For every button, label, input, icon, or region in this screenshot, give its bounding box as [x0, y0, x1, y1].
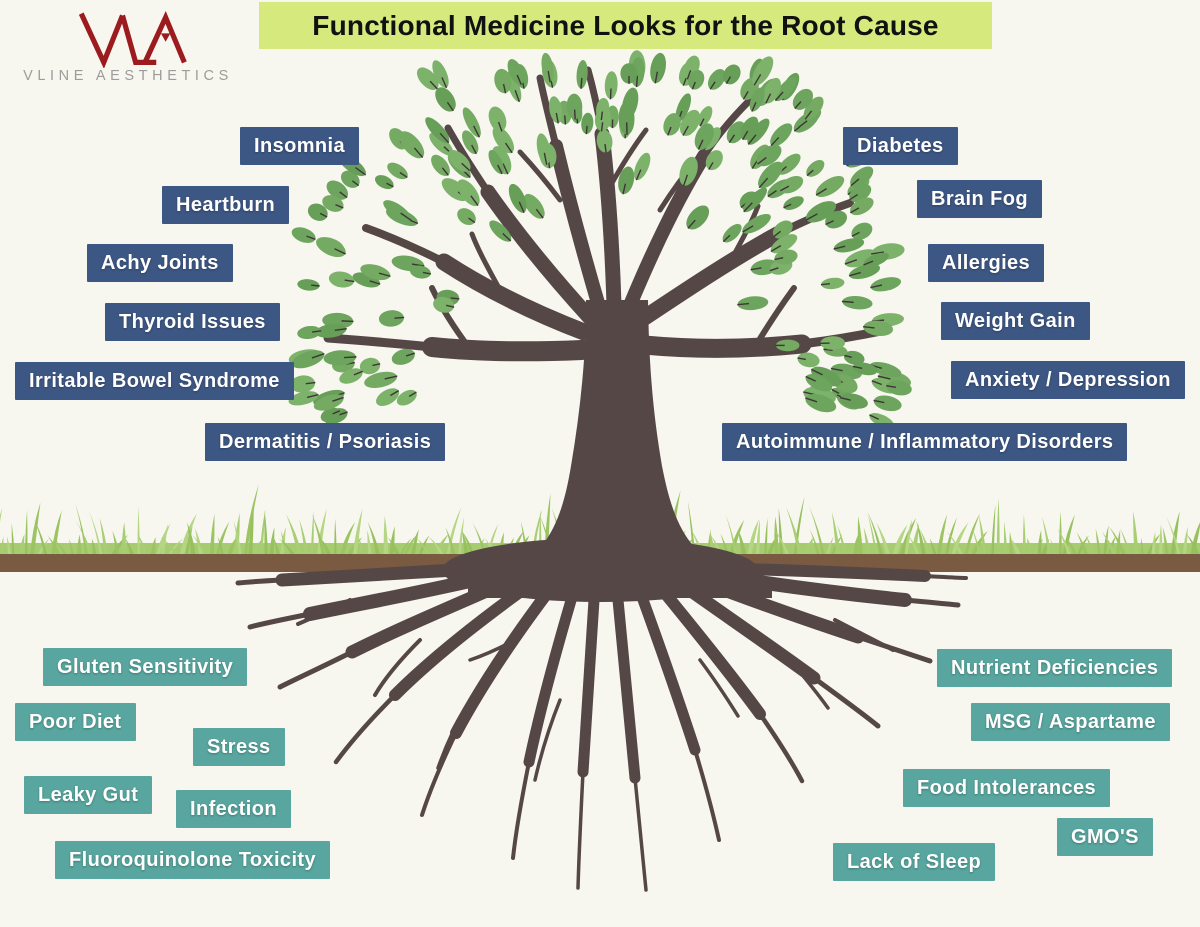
tree-roots [235, 561, 968, 892]
cause-label-infection: Infection [176, 790, 291, 828]
symptom-label-diabetes: Diabetes [843, 127, 958, 165]
brand-name: VLINE AESTHETICS [23, 68, 233, 84]
cause-label-fluoroquinolone-toxicity: Fluoroquinolone Toxicity [55, 841, 330, 879]
cause-label-gluten-sensitivity: Gluten Sensitivity [43, 648, 248, 686]
cause-label-msg-aspartame: MSG / Aspartame [971, 703, 1170, 741]
cause-label-leaky-gut: Leaky Gut [24, 776, 153, 814]
page-title: Functional Medicine Looks for the Root C… [312, 9, 939, 41]
tree-canopy-leaves [288, 50, 912, 429]
tree-trunk [468, 300, 772, 598]
symptom-label-brain-fog: Brain Fog [917, 180, 1042, 218]
vla-logo-icon [78, 10, 187, 68]
symptom-label-allergies: Allergies [928, 244, 1045, 282]
cause-label-stress: Stress [193, 728, 285, 766]
symptom-label-ibs: Irritable Bowel Syndrome [15, 362, 294, 400]
cause-label-lack-of-sleep: Lack of Sleep [833, 843, 996, 881]
symptom-label-dermatitis-psoriasis: Dermatitis / Psoriasis [205, 423, 446, 461]
symptom-label-autoimmune-inflammatory: Autoimmune / Inflammatory Disorders [722, 423, 1128, 461]
title-banner: Functional Medicine Looks for the Root C… [259, 2, 992, 49]
brand-logo: VLINE AESTHETICS [12, 6, 242, 90]
symptom-label-weight-gain: Weight Gain [941, 302, 1090, 340]
symptom-label-thyroid-issues: Thyroid Issues [105, 303, 280, 341]
cause-label-gmos: GMO'S [1057, 818, 1153, 856]
cause-label-food-intolerances: Food Intolerances [903, 769, 1111, 807]
cause-label-nutrient-deficiencies: Nutrient Deficiencies [937, 649, 1173, 687]
symptom-label-insomnia: Insomnia [240, 127, 359, 165]
symptom-label-anxiety-depression: Anxiety / Depression [951, 361, 1185, 399]
symptom-label-achy-joints: Achy Joints [87, 244, 233, 282]
tree-branches [323, 66, 891, 362]
symptom-label-heartburn: Heartburn [162, 186, 290, 224]
cause-label-poor-diet: Poor Diet [15, 703, 136, 741]
